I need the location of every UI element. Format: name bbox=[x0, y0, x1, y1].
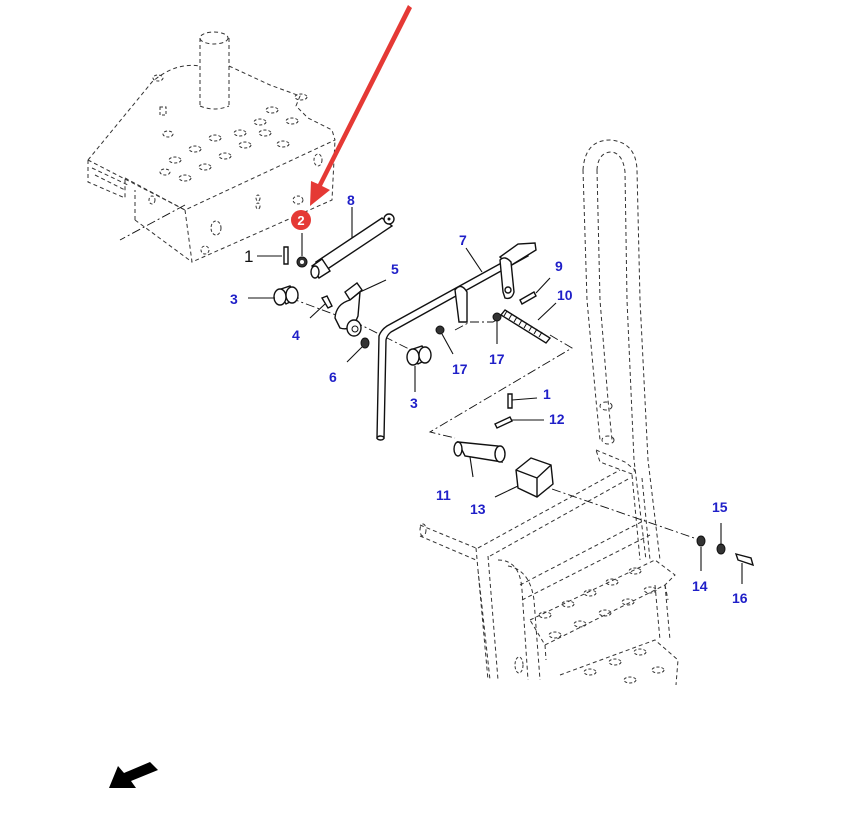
callout-8: 8 bbox=[347, 192, 355, 208]
bushing-part-3-right bbox=[406, 345, 432, 366]
small-parts bbox=[273, 246, 755, 567]
callout-9: 9 bbox=[555, 258, 563, 274]
callout-10: 10 bbox=[557, 287, 573, 303]
callout-11: 11 bbox=[436, 487, 451, 503]
shaft-part-11 bbox=[453, 441, 506, 463]
platform-holes bbox=[148, 74, 323, 255]
assembly-axes bbox=[119, 204, 701, 541]
lever-rod-part-7 bbox=[376, 242, 537, 441]
callout-7: 7 bbox=[459, 232, 467, 248]
highlight-arrow bbox=[310, 5, 412, 206]
callout-17-left: 17 bbox=[452, 361, 468, 377]
gas-strut-part-8 bbox=[310, 213, 395, 279]
washer-part-15 bbox=[716, 543, 726, 555]
callout-1-top: 1 bbox=[244, 247, 253, 266]
callout-3-left: 3 bbox=[230, 291, 238, 307]
callout-4: 4 bbox=[292, 327, 300, 343]
bushing-part-3-left bbox=[273, 285, 300, 306]
callout-14: 14 bbox=[692, 578, 708, 594]
bolt-part-4 bbox=[320, 295, 333, 309]
callout-3-right: 3 bbox=[410, 395, 418, 411]
callout-13: 13 bbox=[470, 501, 486, 517]
callout-12: 12 bbox=[549, 411, 565, 427]
step-holes bbox=[514, 567, 665, 684]
bolt-part-16 bbox=[734, 552, 755, 567]
highlight-badge[interactable]: 2 bbox=[291, 210, 311, 230]
spring-part-10 bbox=[499, 309, 552, 344]
callout-16: 16 bbox=[732, 590, 748, 606]
callout-17-right: 17 bbox=[489, 351, 505, 367]
washer-part-14 bbox=[696, 535, 706, 547]
callout-labels: 1 3 3 4 5 6 7 8 9 10 17 17 1 12 11 13 14… bbox=[230, 192, 748, 606]
block-part-13 bbox=[515, 457, 554, 498]
pin-part-12 bbox=[494, 416, 513, 429]
callout-5: 5 bbox=[391, 261, 399, 277]
pin-part-1-top bbox=[283, 246, 289, 265]
leader-lines bbox=[248, 207, 743, 584]
washer-part-17-right bbox=[492, 312, 502, 322]
callout-6: 6 bbox=[329, 369, 337, 385]
bracket-part-5 bbox=[334, 282, 363, 337]
pin-part-1-lower bbox=[507, 393, 513, 409]
bolt-part-9 bbox=[519, 291, 537, 305]
direction-arrow-icon bbox=[109, 762, 158, 788]
red-pointer-arrow bbox=[310, 5, 412, 206]
callout-2-badge: 2 bbox=[297, 213, 304, 228]
washer-part-17-left bbox=[435, 325, 445, 335]
platform-block-ghost bbox=[87, 31, 336, 263]
badge-circle bbox=[291, 210, 311, 230]
ladder-ghost bbox=[419, 139, 679, 686]
callout-15: 15 bbox=[712, 499, 728, 515]
nut-part-6 bbox=[360, 337, 370, 349]
callout-1-lower: 1 bbox=[543, 386, 551, 402]
